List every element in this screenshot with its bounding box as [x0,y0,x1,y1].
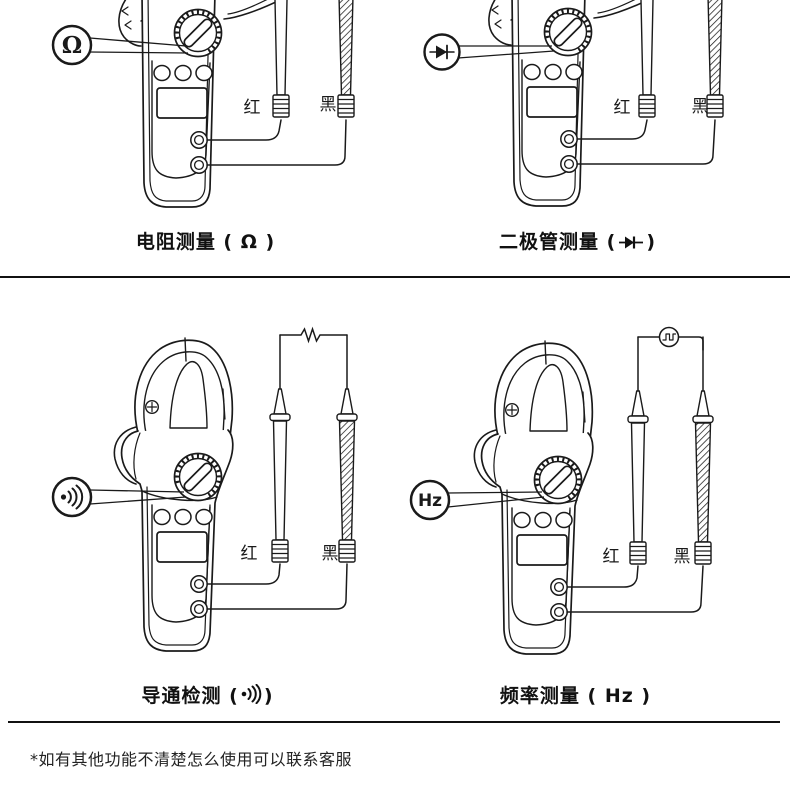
probe-wires [206,563,348,610]
instruction-diagram-canvas: Ω 红 黑 红 黑 [51,0,726,730]
function-callout [423,33,555,71]
caption-text: 电阻测量 ( Ω ) [135,231,276,253]
diode-icon [429,44,455,60]
continuity-icon [241,683,262,705]
caption-text: 导通检测 ( [141,685,239,707]
probe-wires [576,119,716,165]
resistor-circuit [279,326,348,344]
black-probe-label: 黑 [322,544,339,564]
panel-caption-continuity: 导通检测 ( ) [10,681,405,708]
red-probe-label: 红 [614,98,631,118]
black-test-probe [336,334,358,563]
red-probe-label: 红 [241,544,258,564]
panel-caption-resistance: 电阻测量 ( Ω ) [8,227,403,254]
function-callout [51,476,187,518]
diode-icon [619,236,644,249]
section-divider-bottom [8,721,780,723]
probe-wires [566,565,704,613]
caption-text: 二极管测量 ( [499,231,617,253]
continuity-icon [60,484,84,510]
function-callout: Hz [409,479,545,521]
signal-source-circuit [637,326,704,351]
panel-continuity: 红 黑 [51,326,358,651]
black-test-probe [692,336,714,565]
panel-resistance: Ω 红 黑 [51,0,357,207]
red-test-probe [627,336,649,565]
panel-caption-frequency: 频率测量 ( Hz ) [378,681,773,708]
panel-diode: 红 黑 [423,0,726,206]
section-divider-top [0,276,790,278]
probe-wires [206,119,347,166]
black-probe-label: 黑 [674,547,691,567]
function-callout: Ω [51,24,189,66]
black-probe-label: 黑 [692,97,709,117]
red-test-probe [636,0,658,118]
resistor-symbol [279,326,348,344]
footer-note: *如有其他功能不清楚怎么使用可以联系客服 [30,750,353,769]
red-probe-label: 红 [603,547,620,567]
red-test-probe [269,334,291,563]
panel-frequency: Hz 红 黑 [409,326,714,655]
red-probe-label: 红 [244,98,261,118]
caption-text: ) [263,685,274,707]
clamp-meter [114,338,232,651]
omega-icon: Ω [62,32,82,59]
panel-caption-diode: 二极管测量 ( ) [380,227,775,254]
hz-icon: Hz [418,491,442,511]
black-test-probe [335,0,357,118]
red-test-probe [270,0,292,118]
black-probe-label: 黑 [320,95,337,115]
caption-text: 频率测量 ( Hz ) [499,685,652,707]
caption-text: ) [646,231,656,253]
